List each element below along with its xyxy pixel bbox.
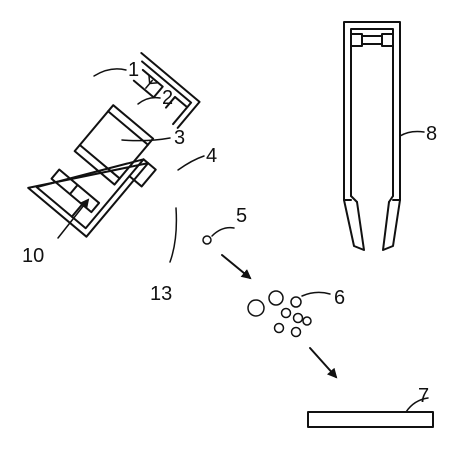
leader-2 bbox=[137, 96, 161, 105]
label-6: 6 bbox=[334, 287, 345, 309]
leader-5 bbox=[211, 226, 235, 237]
housing-inner-wall bbox=[35, 60, 193, 230]
label-7: 7 bbox=[418, 385, 429, 407]
part-8-tube bbox=[343, 21, 401, 251]
label-10: 10 bbox=[22, 245, 44, 267]
part-1-nozzle bbox=[132, 68, 189, 109]
label-3: 3 bbox=[174, 127, 185, 149]
housing-outer-wall bbox=[27, 52, 201, 238]
leader-8 bbox=[399, 130, 425, 137]
leader-3 bbox=[121, 137, 171, 142]
arrow-6-to-7 bbox=[309, 347, 338, 379]
part-8-cap bbox=[350, 33, 394, 47]
particle-6-a bbox=[247, 299, 265, 317]
label-8: 8 bbox=[426, 123, 437, 145]
particle-6-b bbox=[268, 290, 284, 306]
particle-6-g bbox=[273, 322, 285, 334]
particle-6-c bbox=[290, 296, 302, 308]
particles-6 bbox=[247, 290, 312, 338]
label-1: 1 bbox=[128, 59, 139, 81]
arrow-10 bbox=[57, 198, 90, 239]
leader-6 bbox=[301, 291, 331, 297]
particle-5 bbox=[202, 235, 212, 245]
label-2: 2 bbox=[162, 87, 173, 109]
label-13: 13 bbox=[150, 283, 172, 305]
label-5: 5 bbox=[236, 205, 247, 227]
part-3-tube bbox=[73, 104, 155, 186]
label-4: 4 bbox=[206, 145, 217, 167]
leader-7 bbox=[405, 397, 429, 413]
arrow-5-to-6 bbox=[221, 254, 252, 280]
part-8-inner bbox=[350, 28, 394, 197]
particle-6-d bbox=[280, 307, 292, 319]
particle-6-f bbox=[302, 316, 312, 326]
part-1-y-element bbox=[145, 74, 159, 89]
leader-13 bbox=[169, 207, 178, 263]
particle-6-h bbox=[290, 326, 302, 338]
plate-7 bbox=[307, 411, 434, 428]
part-8-tips bbox=[343, 195, 401, 203]
outlet-13 bbox=[128, 158, 157, 188]
leader-1 bbox=[93, 68, 127, 77]
part-8-outer bbox=[343, 21, 401, 251]
particle-6-e bbox=[292, 312, 304, 324]
part-3-tube-rings bbox=[78, 110, 149, 180]
assembly-10 bbox=[27, 52, 201, 238]
leader-4 bbox=[177, 155, 205, 171]
